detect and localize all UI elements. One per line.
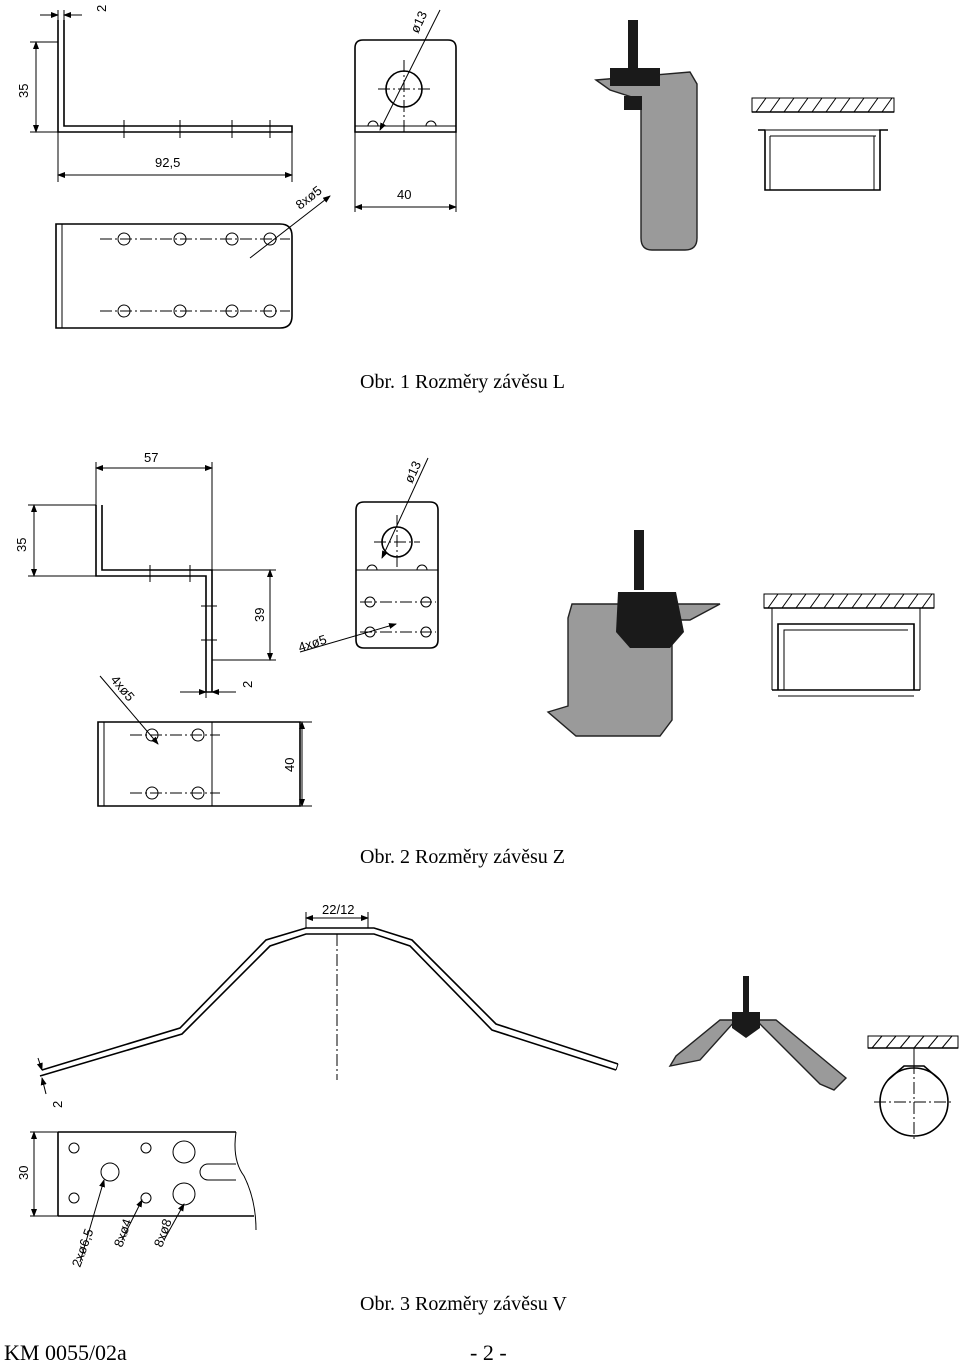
fig3-plan-view: 30 2xø6,5 8xø4 8xø8: [16, 1131, 257, 1269]
fig3-dim-holes-a: 2xø6,5: [69, 1227, 97, 1269]
doc-code: KM 0055/02a: [4, 1340, 127, 1365]
fig3-profile-view: 22/12 2: [36, 902, 619, 1108]
fig1-dim-thickness: 2: [94, 5, 109, 12]
fig2-dim-holes-side: 4xø5: [108, 672, 138, 704]
fig2-caption: Obr. 2 Rozměry závěsu Z: [360, 846, 565, 868]
fig1-holes: [117, 232, 277, 318]
page-number: - 2 -: [470, 1340, 507, 1365]
fig3-mount-sketch: [867, 1035, 959, 1140]
fig1-caption: Obr. 1 Rozměry závěsu L: [360, 371, 565, 393]
fig2-dim-thickness: 2: [240, 681, 255, 688]
fig2-side-view: 57 35 39 2: [14, 450, 276, 698]
fig2-dim-holes-top: 4xø5: [296, 632, 328, 655]
fig1-dim-holes: 8xø5: [293, 183, 325, 213]
fig1-side-view: 2 35 92,5: [16, 5, 293, 182]
fig3-dim-width: 30: [16, 1166, 31, 1180]
fig3-dim-thickness: 2: [50, 1101, 65, 1108]
fig1-front-view: ø13 40: [354, 9, 457, 212]
fig2-photo-illustration: [546, 530, 721, 737]
fig3-dim-holes-c: 8xø8: [151, 1217, 175, 1249]
fig1-photo-illustration: [594, 20, 698, 251]
fig2-mount-sketch: [763, 593, 935, 697]
fig2-dim-height: 35: [14, 538, 29, 552]
fig1-dim-width: 40: [397, 187, 411, 202]
fig1-dim-length: 92,5: [155, 155, 180, 170]
fig1-plan-view: 8xø5: [55, 183, 331, 329]
fig3-caption: Obr. 3 Rozměry závěsu V: [360, 1293, 567, 1315]
fig3-dim-holes-b: 8xø4: [111, 1217, 135, 1249]
fig2-dim-big-hole: ø13: [401, 459, 424, 486]
fig2-dim-width: 40: [282, 758, 297, 772]
fig1-dim-height: 35: [16, 84, 31, 98]
fig3-photo-illustration: [668, 976, 848, 1091]
fig2-dim-drop: 39: [252, 608, 267, 622]
fig1-mount-sketch: [751, 97, 895, 191]
fig2-front-view: ø13 4xø5: [296, 457, 439, 655]
fig3-dim-top: 22/12: [322, 902, 355, 917]
fig3-holes: [68, 1140, 236, 1206]
fig1-dim-big-hole: ø13: [407, 9, 430, 36]
fig2-dim-length: 57: [144, 450, 158, 465]
